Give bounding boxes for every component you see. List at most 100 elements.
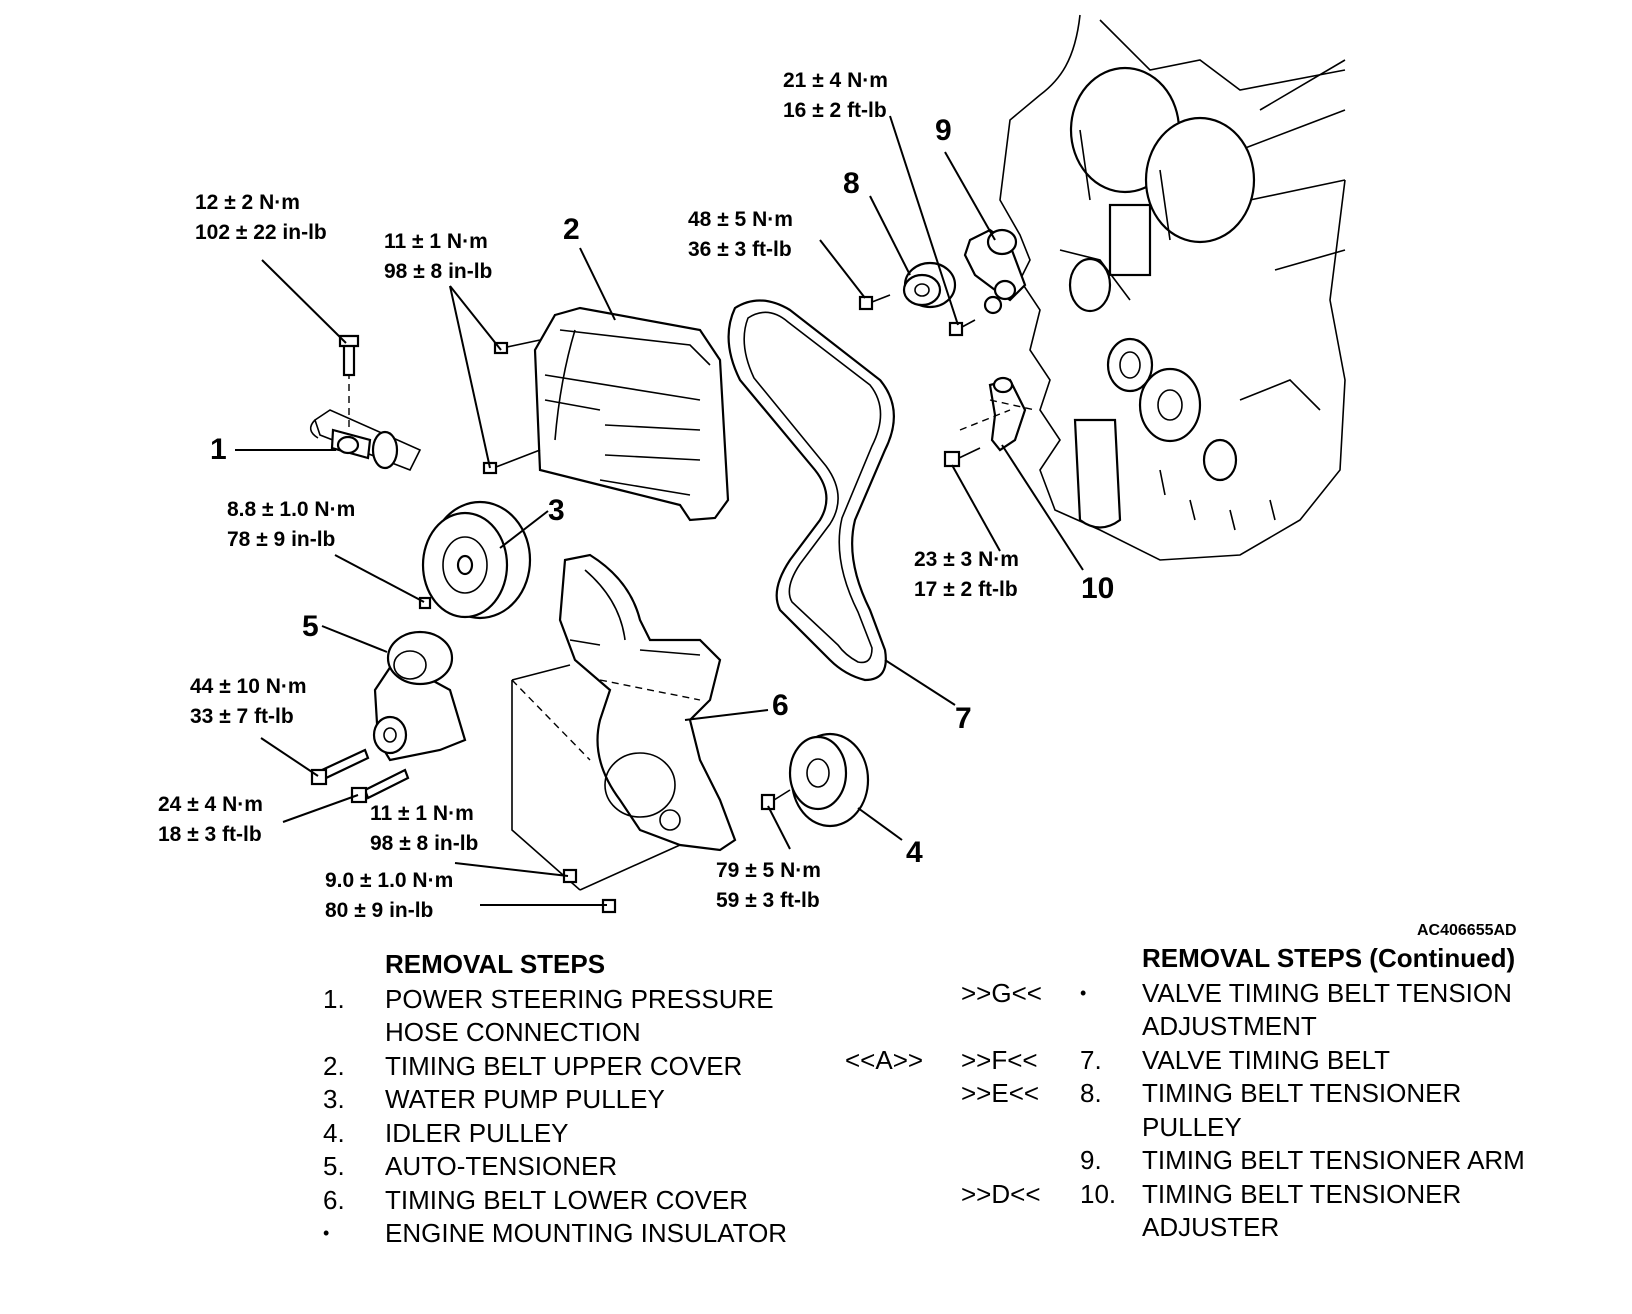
- callout-9: 9: [935, 114, 952, 147]
- step-text: TIMING BELT TENSIONER PULLEY: [1142, 1077, 1461, 1144]
- torque-imperial: 98 ± 8 in-lb: [370, 832, 478, 855]
- step-text-line: ADJUSTER: [1142, 1212, 1280, 1242]
- removal-step: 6. TIMING BELT LOWER COVER: [323, 1184, 787, 1218]
- removal-steps: REMOVAL STEPS 1. POWER STEERING PRESSURE…: [323, 948, 787, 1251]
- step-number: 7.: [1080, 1044, 1102, 1075]
- procedure-mark-pre: [845, 977, 961, 1044]
- removal-steps-continued-title: REMOVAL STEPS (Continued): [1142, 943, 1516, 973]
- step-text: TIMING BELT TENSIONER ARM: [1142, 1145, 1525, 1175]
- tensioner-pulley: [858, 261, 976, 337]
- torque-nm: 9.0 ± 1.0 N·m: [325, 869, 453, 892]
- callout-7: 7: [955, 702, 972, 735]
- torque-nm: 44 ± 10 N·m: [190, 675, 307, 698]
- callout-10: 10: [1081, 572, 1114, 605]
- tensioner-adjuster: [943, 376, 1036, 468]
- step-text: VALVE TIMING BELT TENSION ADJUSTMENT: [1142, 977, 1512, 1044]
- torque-nm: 11 ± 1 N·m: [370, 802, 474, 825]
- torque-label-t2: 11 ± 1 N·m 98 ± 8 in-lb: [384, 230, 492, 283]
- callout-3: 3: [548, 494, 565, 527]
- step-text-line: TIMING BELT TENSIONER: [1142, 1178, 1462, 1209]
- procedure-mark-post: >>F<<: [961, 1044, 1038, 1075]
- procedure-mark-pre: <<A>>: [845, 1044, 924, 1075]
- power-steering-hose: [309, 334, 422, 472]
- step-text: VALVE TIMING BELT: [1142, 1044, 1391, 1075]
- torque-nm: 8.8 ± 1.0 N·m: [227, 498, 355, 521]
- tensioner-arm: [963, 228, 1027, 315]
- callout-4: 4: [906, 836, 923, 869]
- callout-5: 5: [302, 610, 319, 643]
- torque-imperial: 80 ± 9 in-lb: [325, 899, 433, 922]
- bullet-icon: •: [323, 1223, 330, 1243]
- step-number: 8.: [1080, 1078, 1102, 1108]
- removal-step: 9. TIMING BELT TENSIONER ARM: [845, 1144, 1525, 1178]
- removal-step: • ENGINE MOUNTING INSULATOR: [323, 1217, 787, 1251]
- procedure-mark-post: >>G<<: [961, 977, 1042, 1008]
- removal-step: 1. POWER STEERING PRESSURE HOSE CONNECTI…: [323, 983, 787, 1050]
- removal-step: >>E<< 8. TIMING BELT TENSIONER PULLEY: [845, 1077, 1525, 1144]
- step-text-line: POWER STEERING PRESSURE: [385, 983, 774, 1014]
- removal-step: <<A>> >>F<< 7. VALVE TIMING BELT: [845, 1044, 1525, 1078]
- torque-label-t7: 9.0 ± 1.0 N·m 80 ± 9 in-lb: [325, 869, 453, 922]
- torque-label-t1: 12 ± 2 N·m 102 ± 22 in-lb: [195, 191, 327, 244]
- torque-nm: 24 ± 4 N·m: [158, 793, 263, 816]
- auto-tensioner: [310, 630, 467, 804]
- torque-imperial: 98 ± 8 in-lb: [384, 260, 492, 283]
- torque-label-t5: 24 ± 4 N·m 18 ± 3 ft-lb: [158, 793, 263, 846]
- step-text: TIMING BELT LOWER COVER: [385, 1184, 749, 1215]
- torque-imperial: 78 ± 9 in-lb: [227, 528, 335, 551]
- procedure-mark-pre: [845, 1144, 961, 1178]
- torque-label-t10: 21 ± 4 N·m 16 ± 2 ft-lb: [783, 69, 888, 122]
- torque-nm: 23 ± 3 N·m: [914, 548, 1019, 571]
- step-number: 6.: [323, 1184, 345, 1215]
- removal-steps-title: REMOVAL STEPS: [385, 949, 606, 979]
- torque-imperial: 17 ± 2 ft-lb: [914, 578, 1018, 601]
- removal-step: 4. IDLER PULLEY: [323, 1117, 787, 1151]
- step-number: 1.: [323, 983, 345, 1014]
- illustration-code: AC406655AD: [1417, 922, 1517, 939]
- torque-imperial: 36 ± 3 ft-lb: [688, 238, 792, 261]
- torque-imperial: 102 ± 22 in-lb: [195, 221, 327, 244]
- step-text: POWER STEERING PRESSURE HOSE CONNECTION: [385, 983, 774, 1050]
- torque-nm: 79 ± 5 N·m: [716, 859, 821, 882]
- procedure-mark-post: >>E<<: [961, 1078, 1040, 1108]
- water-pump-pulley: [418, 500, 532, 620]
- torque-nm: 11 ± 1 N·m: [384, 230, 488, 253]
- callout-8: 8: [843, 167, 860, 200]
- step-number: 9.: [1080, 1145, 1102, 1175]
- bullet-icon: •: [1080, 982, 1087, 1003]
- callout-6: 6: [772, 689, 789, 722]
- step-number: 10.: [1080, 1178, 1117, 1209]
- step-text-line: TIMING BELT TENSIONER: [1142, 1078, 1462, 1108]
- removal-steps-continued: REMOVAL STEPS (Continued) >>G<< • VALVE …: [845, 942, 1525, 1245]
- leader-lines: [235, 115, 1084, 906]
- torque-label-t11: 23 ± 3 N·m 17 ± 2 ft-lb: [914, 548, 1019, 601]
- procedure-mark-post: >>D<<: [961, 1178, 1041, 1209]
- step-text-line: HOSE CONNECTION: [385, 1017, 641, 1047]
- removal-step: 2. TIMING BELT UPPER COVER: [323, 1050, 787, 1084]
- step-number: 2.: [323, 1050, 345, 1081]
- torque-label-t4: 44 ± 10 N·m 33 ± 7 ft-lb: [190, 675, 307, 728]
- removal-step: >>G<< • VALVE TIMING BELT TENSION ADJUST…: [845, 977, 1525, 1044]
- step-text: WATER PUMP PULLEY: [385, 1084, 665, 1114]
- step-number: 3.: [323, 1084, 345, 1114]
- timing-belt-upper-cover: [482, 306, 730, 522]
- torque-imperial: 18 ± 3 ft-lb: [158, 823, 262, 846]
- torque-nm: 48 ± 5 N·m: [688, 208, 793, 231]
- idler-pulley: [760, 732, 870, 828]
- torque-imperial: 59 ± 3 ft-lb: [716, 889, 820, 912]
- procedure-mark-pre: [845, 1077, 961, 1144]
- timing-belt: [727, 299, 895, 682]
- torque-label-t3: 8.8 ± 1.0 N·m 78 ± 9 in-lb: [227, 498, 355, 551]
- callout-2: 2: [563, 213, 580, 246]
- torque-imperial: 33 ± 7 ft-lb: [190, 705, 294, 728]
- step-text-line: ADJUSTMENT: [1142, 1011, 1317, 1041]
- timing-belt-lower-cover: [511, 553, 737, 914]
- step-number: 5.: [323, 1151, 345, 1181]
- step-text: AUTO-TENSIONER: [385, 1151, 618, 1181]
- removal-step: >>D<< 10. TIMING BELT TENSIONER ADJUSTER: [845, 1178, 1525, 1245]
- step-text: TIMING BELT TENSIONER ADJUSTER: [1142, 1178, 1461, 1245]
- step-text-line: VALVE TIMING BELT TENSION: [1142, 977, 1512, 1008]
- step-text-line: PULLEY: [1142, 1111, 1242, 1142]
- torque-label-t9: 48 ± 5 N·m 36 ± 3 ft-lb: [688, 208, 793, 261]
